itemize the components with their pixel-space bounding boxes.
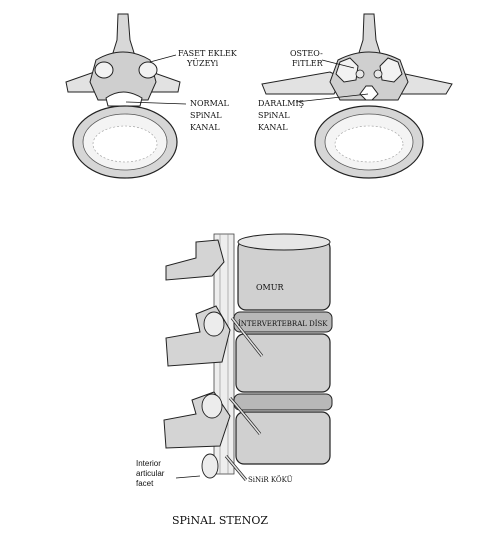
normal-canal-label-1: NORMAL	[190, 99, 230, 108]
facet-surface-label-2: YÜZEYi	[186, 59, 219, 68]
osteophytes-label-1: OSTEO-	[290, 49, 323, 58]
normal-canal-label-3: KANAL	[190, 123, 220, 132]
osteophytes-label-2: FiTLER	[292, 59, 324, 68]
narrowed-canal-label-2: SPiNAL	[258, 111, 290, 120]
articular-facet-label-2: articular	[136, 469, 165, 478]
stenotic-vertebra-figure	[261, 13, 453, 179]
narrowed-canal-label-3: KANAL	[258, 123, 288, 132]
articular-facet-label-1: Interior	[136, 459, 161, 468]
normal-canal-label-2: SPiNAL	[190, 111, 222, 120]
articular-facet-label-3: facet	[136, 479, 154, 488]
narrowed-canal-label-1: DARALMIŞ	[258, 99, 304, 108]
vertebra-label: OMUR	[256, 283, 284, 292]
disc-label: İNTERVERTEBRAL DİSK	[238, 319, 328, 328]
lateral-spine-figure	[163, 233, 333, 481]
nerve-root-label: SiNiR KÖKÜ	[248, 475, 293, 484]
facet-surface-label-1: FASET EKLEK	[178, 49, 238, 58]
figure-caption: SPiNAL STENOZ	[172, 514, 268, 527]
normal-vertebra-figure	[65, 13, 187, 179]
